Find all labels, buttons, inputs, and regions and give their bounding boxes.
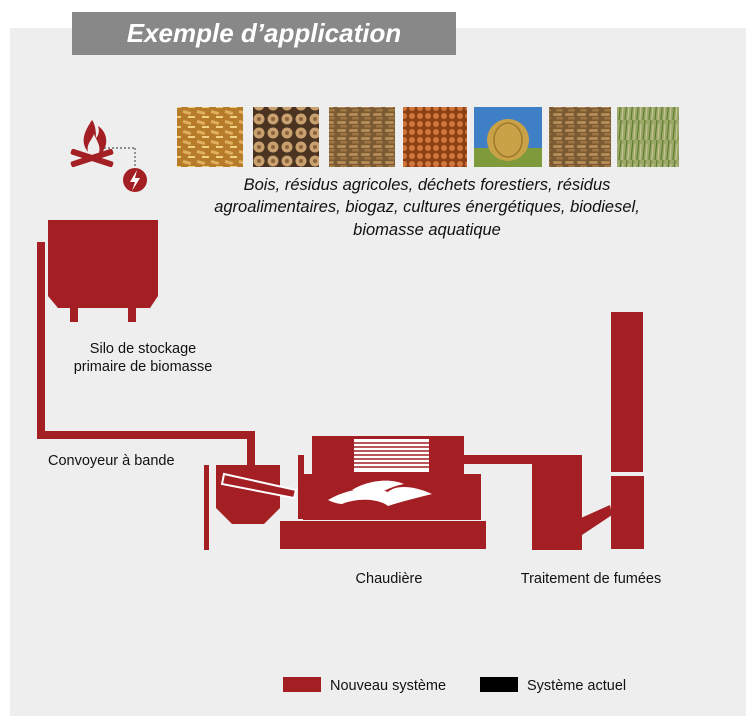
biomass-photos	[177, 107, 679, 167]
biomass-text-line-2: agroalimentaires, biogaz, cultures énerg…	[214, 198, 640, 216]
connector-line	[104, 147, 136, 168]
storage-silo	[48, 220, 158, 322]
legend-label-new: Nouveau système	[330, 678, 446, 694]
energy-grass-photo	[617, 107, 679, 167]
power-icon	[123, 168, 147, 192]
belt-conveyor	[37, 242, 255, 465]
wood-chips-photo	[177, 107, 243, 167]
flue-label: Traitement de fumées	[521, 571, 662, 587]
fire-icon	[70, 120, 114, 168]
pellets-photo	[549, 107, 611, 167]
conveyor-label: Convoyeur à bande	[48, 453, 175, 469]
log-pile-photo	[253, 107, 319, 167]
grain-photo	[403, 107, 467, 167]
flue-duct	[464, 455, 582, 464]
title-banner: Exemple d’application	[72, 12, 456, 55]
biomass-text-line-1: Bois, résidus agricoles, déchets foresti…	[244, 176, 611, 194]
legend-label-current: Système actuel	[527, 678, 626, 694]
legend-swatch-new	[283, 677, 321, 692]
legend-swatch-current	[480, 677, 518, 692]
page-title: Exemple d’application	[126, 18, 402, 48]
boiler	[280, 436, 486, 549]
flue-gas-treatment	[532, 312, 644, 550]
feed-chute	[220, 472, 298, 500]
boiler-label: Chaudière	[356, 571, 423, 587]
legend: Nouveau système Système actuel	[283, 677, 626, 694]
silo-label-line-2: primaire de biomasse	[74, 359, 213, 375]
wood-pellets-photo	[329, 107, 395, 167]
silo-label-line-1: Silo de stockage	[90, 341, 196, 357]
hay-bale-photo	[474, 107, 542, 167]
biomass-text-line-3: biomasse aquatique	[353, 221, 501, 239]
